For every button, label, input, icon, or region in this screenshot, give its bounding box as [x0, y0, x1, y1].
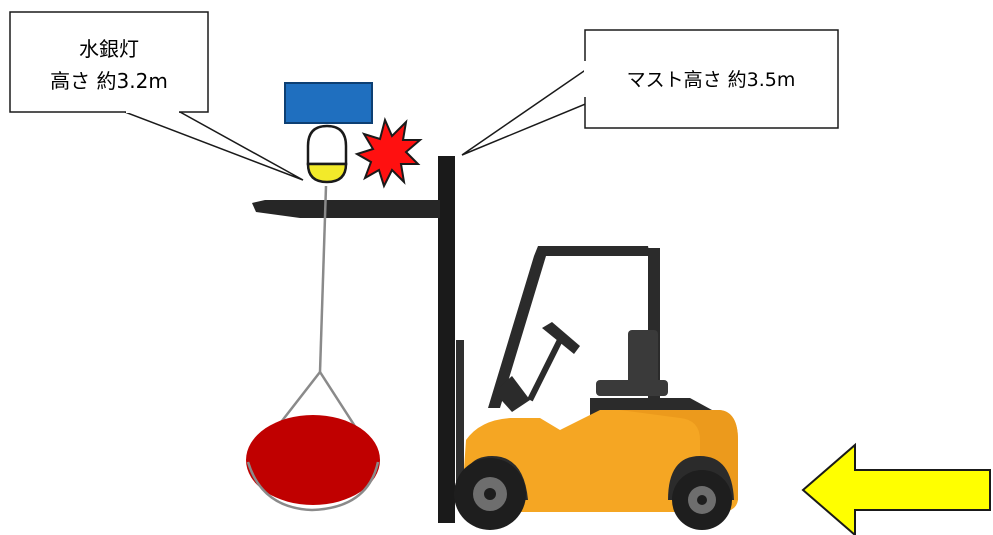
load-rope	[318, 185, 328, 373]
forklift-dashboard	[494, 376, 530, 412]
lamp-callout: 水銀灯 高さ 約3.2m	[9, 11, 304, 181]
mast-callout-box	[584, 29, 839, 129]
lamp-callout-pointer	[124, 111, 304, 181]
load-disk	[246, 415, 380, 505]
front-wheel-icon	[454, 458, 526, 530]
lamp-fixture-housing	[284, 82, 373, 124]
forklift-seat	[596, 380, 668, 396]
forklift-steering-wheel	[542, 322, 580, 354]
forklift-forks	[252, 200, 440, 218]
mercury-lamp-icon	[284, 82, 373, 184]
rear-wheel-icon	[672, 470, 732, 530]
mast-post	[438, 156, 455, 523]
lamp-callout-title: 水銀灯	[79, 37, 139, 61]
mast-rail	[456, 340, 464, 500]
load-sling-underside	[246, 461, 380, 512]
forklift-mast	[252, 156, 464, 523]
lamp-callout-box	[9, 11, 209, 113]
hanging-load-icon	[246, 185, 380, 512]
collision-burst-icon	[354, 116, 423, 189]
forklift-overhead-guard	[488, 246, 650, 408]
forklift-icon	[454, 246, 738, 530]
mast-callout: マスト高さ 約3.5m	[461, 29, 839, 156]
lamp-glass	[306, 124, 348, 166]
mast-callout-pointer	[461, 58, 601, 156]
forklift-seat-back	[628, 330, 658, 392]
mast-callout-text: マスト高さ 約3.5m	[627, 69, 796, 91]
lamp-bulb	[306, 162, 348, 184]
lamp-callout-height: 高さ 約3.2m	[50, 69, 168, 93]
arrow-left-icon	[801, 442, 991, 535]
